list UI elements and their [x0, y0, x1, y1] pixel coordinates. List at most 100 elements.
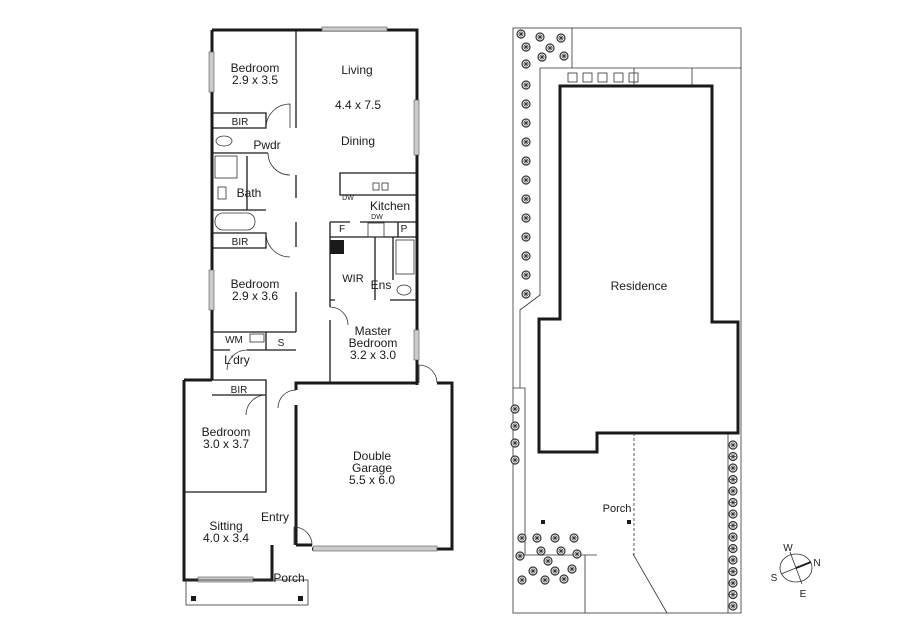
shrub-icon-detail — [552, 568, 558, 574]
shrub-icon-detail — [523, 158, 529, 164]
toilet-ens — [396, 284, 412, 296]
room-label-double: Double — [353, 449, 391, 463]
shrub-icon-detail — [538, 548, 544, 554]
shrub-icon-detail — [512, 457, 518, 463]
room-label-porch: Porch — [273, 571, 304, 585]
room-size-bedroom: 3.0 x 3.7 — [203, 437, 249, 451]
shrub-icon-detail — [574, 551, 580, 557]
shrub-icon-detail — [539, 54, 545, 60]
compass-circle — [779, 553, 813, 583]
shrub-icon-detail — [519, 535, 525, 541]
porch-post — [541, 520, 545, 524]
room-label-bedroom: Bedroom — [202, 425, 251, 439]
site-paths — [513, 28, 741, 614]
shrub-icon-detail — [545, 558, 551, 564]
compass-w: W — [783, 543, 793, 554]
shrub-icon-detail — [523, 272, 529, 278]
room-label-master: Master — [355, 324, 392, 338]
shrub-icon-detail — [523, 120, 529, 126]
shrub-icon-detail — [569, 566, 575, 572]
shrub-icon-detail — [730, 442, 736, 448]
garden-shrubs — [510, 29, 738, 611]
shrub-icon-detail — [730, 465, 736, 471]
label-pantry: P — [401, 224, 408, 235]
kitchen-sink — [372, 182, 380, 191]
room-label-garage: Garage — [352, 461, 392, 475]
room-label-bath: Bath — [237, 186, 262, 200]
compass-e: E — [800, 589, 807, 600]
shrub-icon-detail — [519, 577, 525, 583]
garage-door — [312, 545, 438, 552]
shrub-icon-detail — [542, 577, 548, 583]
room-label-pwdr: Pwdr — [253, 138, 280, 152]
shrub-icon-detail — [523, 177, 529, 183]
room-size-bedroom: 2.9 x 3.5 — [232, 73, 278, 87]
shrub-icon-detail — [512, 406, 518, 412]
shrub-icon-detail — [512, 440, 518, 446]
shrub-icon-detail — [517, 553, 523, 559]
shrub-icon-detail — [730, 603, 736, 609]
shower-bath — [214, 155, 238, 179]
shrub-icon-detail — [534, 535, 540, 541]
fridge-block — [330, 240, 344, 254]
room-size-living: 4.4 x 7.5 — [335, 98, 381, 112]
porch-outline — [185, 579, 309, 606]
site-plan: Residence Porch — [510, 27, 742, 614]
window-sitting — [197, 576, 254, 583]
shrub-icon-detail — [561, 53, 567, 59]
room-label-laundry: L'dry — [224, 353, 250, 367]
room-size-garage: 5.5 x 6.0 — [349, 473, 395, 487]
shrub-icon-detail — [523, 253, 529, 259]
shrub-icon-detail — [523, 44, 529, 50]
room-size-bedroom: 2.9 x 3.6 — [232, 289, 278, 303]
shrub-icon-detail — [730, 568, 736, 575]
shrub-icon-detail — [730, 453, 736, 460]
compass-s: S — [771, 573, 778, 584]
shrub-icon-detail — [523, 61, 529, 67]
shrub-icon-detail — [537, 34, 543, 40]
label-dishwasher: DW — [342, 195, 354, 202]
shrub-icon-detail — [730, 557, 736, 563]
room-label-entry: Entry — [261, 510, 289, 524]
shrub-icon-detail — [523, 139, 529, 145]
compass-north-arrow — [795, 561, 812, 569]
porch-post — [298, 596, 303, 601]
shrub-icon-detail — [730, 545, 736, 552]
shrub-icon-detail — [730, 591, 736, 598]
room-label-ens: Ens — [371, 278, 392, 292]
room-label-bir: BIR — [232, 237, 249, 248]
room-label-bir: BIR — [232, 117, 249, 128]
interior-walls — [184, 30, 418, 493]
room-label-kitchen: Kitchen — [370, 199, 410, 213]
label-dishwasher: DW — [371, 214, 383, 221]
room-size-master: 3.2 x 3.0 — [350, 348, 396, 362]
bathtub — [214, 212, 256, 231]
porch-post — [627, 520, 631, 524]
site-label-porch: Porch — [603, 503, 632, 515]
shrub-icon-detail — [558, 35, 564, 41]
shrub-icon-detail — [730, 522, 736, 529]
shrub-icon-detail — [523, 234, 529, 240]
compass: W N S E — [771, 543, 821, 600]
shrub-icon-detail — [530, 568, 536, 574]
room-label-dining: Dining — [341, 134, 375, 148]
residence-outline — [537, 84, 740, 454]
shrub-icon-detail — [518, 31, 524, 37]
window-bedroom2 — [208, 269, 215, 311]
shrub-icon-detail — [523, 82, 529, 88]
room-label-living: Living — [341, 63, 372, 77]
room-label-sitting: Sitting — [209, 519, 242, 533]
window-master — [413, 329, 420, 361]
room-label-master-bedroom: Bedroom — [349, 336, 398, 350]
shrub-icon-detail — [512, 423, 518, 429]
window-bedroom1 — [208, 51, 215, 93]
room-size-sitting: 4.0 x 3.4 — [203, 531, 249, 545]
shrub-icon-detail — [730, 534, 736, 540]
shrub-icon-detail — [523, 196, 529, 202]
cooktop — [367, 222, 385, 238]
shrub-icon-detail — [523, 291, 529, 297]
house-floor-plan: Bedroom 2.9 x 3.5 Living 4.4 x 7.5 Dinin… — [182, 26, 454, 606]
shrub-icon-detail — [561, 576, 567, 582]
room-label-bedroom: Bedroom — [231, 61, 280, 75]
